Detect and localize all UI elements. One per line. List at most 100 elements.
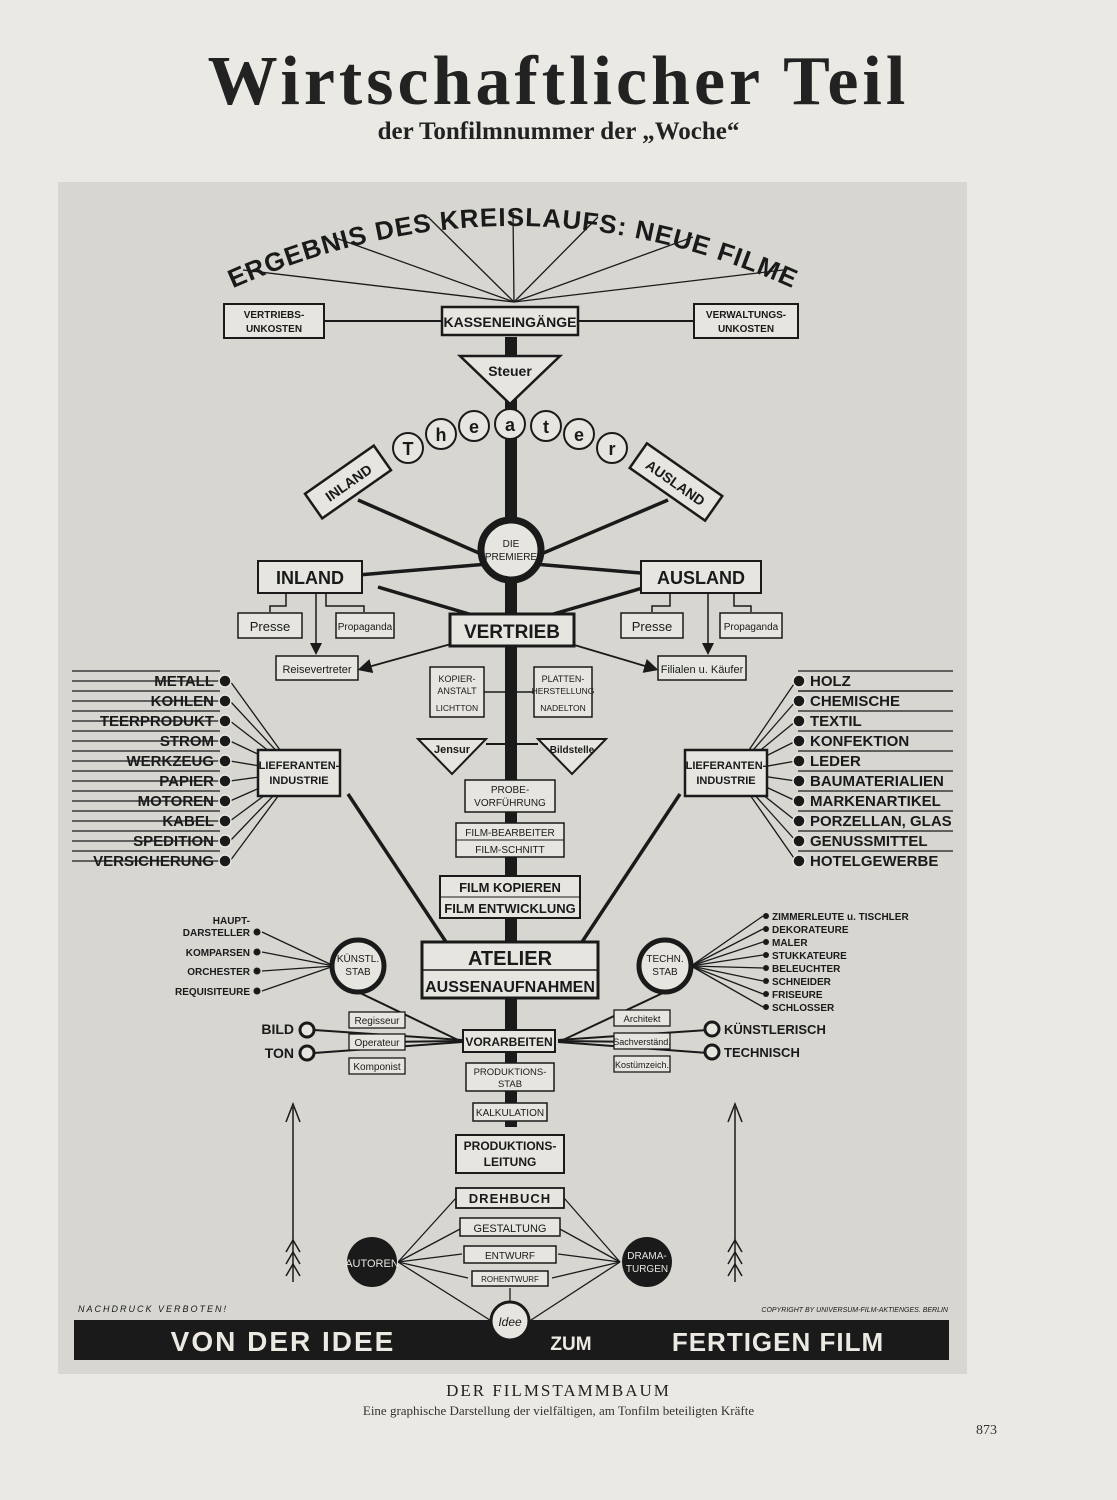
svg-text:SCHLOSSER: SCHLOSSER <box>772 1003 835 1014</box>
role-kostuemzeichner: Kostümzeich. <box>615 1060 669 1070</box>
filialen-box: Filialen u. Käufer <box>657 655 747 681</box>
supply-right-dots <box>792 674 806 868</box>
supply-left-item: MOTOREN <box>138 793 214 810</box>
technisch-label: TECHNISCH <box>703 1043 800 1061</box>
svg-text:DARSTELLER: DARSTELLER <box>183 928 251 939</box>
svg-text:DREHBUCH: DREHBUCH <box>469 1191 551 1206</box>
role-operateur: Operateur <box>354 1038 400 1049</box>
role-komponist: Komponist <box>353 1062 400 1073</box>
atelier-box: ATELIER AUSSENAUFNAHMEN <box>420 940 600 1000</box>
vertrieb-box: VERTRIEB <box>448 612 576 648</box>
supply-right-item: HOLZ <box>810 673 851 690</box>
svg-text:T: T <box>403 439 414 459</box>
banner-mid: ZUM <box>550 1334 591 1355</box>
top-rays <box>242 211 784 303</box>
svg-text:KOPIER-: KOPIER- <box>438 674 475 684</box>
svg-text:HERSTELLUNG: HERSTELLUNG <box>532 686 595 696</box>
supply-right-list: HOLZ CHEMISCHE TEXTIL KONFEKTION LEDER B… <box>810 673 952 870</box>
autoren-circle: AUTOREN <box>345 1237 399 1287</box>
svg-text:INLAND: INLAND <box>276 568 344 588</box>
svg-text:Jensur: Jensur <box>434 744 471 756</box>
svg-text:Propaganda: Propaganda <box>338 622 393 633</box>
vertriebsunkosten-box: VERTRIEBS- UNKOSTEN <box>223 303 325 339</box>
svg-text:KASSENEINGÄNGE: KASSENEINGÄNGE <box>443 314 576 330</box>
svg-text:VORARBEITEN: VORARBEITEN <box>465 1035 552 1049</box>
svg-text:FILM-SCHNITT: FILM-SCHNITT <box>475 845 544 856</box>
svg-text:Steuer: Steuer <box>488 363 532 379</box>
svg-text:h: h <box>436 425 447 445</box>
dramaturgen-circle: DRAMA- TURGEN <box>622 1237 672 1287</box>
svg-text:BILD: BILD <box>261 1021 294 1037</box>
verwaltungsunkosten-box: VERWALTUNGS- UNKOSTEN <box>693 303 799 339</box>
svg-text:Idee: Idee <box>498 1315 522 1329</box>
theater-circles: T h e a t e r <box>392 408 628 464</box>
supply-right-item: GENUSSMITTEL <box>810 833 928 850</box>
svg-text:DEKORATEURE: DEKORATEURE <box>772 925 849 936</box>
svg-text:MALER: MALER <box>772 938 808 949</box>
svg-text:Reisevertreter: Reisevertreter <box>282 664 351 676</box>
svg-text:UNKOSTEN: UNKOSTEN <box>246 324 302 335</box>
central-trunk <box>505 337 517 1127</box>
svg-text:STAB: STAB <box>345 967 371 978</box>
svg-text:INDUSTRIE: INDUSTRIE <box>696 775 755 787</box>
svg-text:TECHNISCH: TECHNISCH <box>724 1045 800 1060</box>
svg-text:STUKKATEURE: STUKKATEURE <box>772 951 847 962</box>
right-up-arrow <box>727 1101 743 1282</box>
svg-text:REQUISITEURE: REQUISITEURE <box>175 987 250 998</box>
svg-text:VERTRIEBS-: VERTRIEBS- <box>244 310 305 321</box>
svg-text:TECHN.: TECHN. <box>646 954 683 965</box>
supply-left-item: PAPIER <box>159 773 214 790</box>
idee-circle: Idee <box>489 1300 531 1342</box>
banner-left: VON DER IDEE <box>171 1326 396 1357</box>
vorarbeiten-box: VORARBEITEN <box>462 1029 556 1053</box>
ausland-box: AUSLAND <box>640 560 762 594</box>
svg-text:ORCHESTER: ORCHESTER <box>187 967 251 978</box>
supply-left-item: SPEDITION <box>133 833 214 850</box>
svg-text:Presse: Presse <box>250 619 290 634</box>
supply-left-item: STROM <box>160 733 214 750</box>
zensur-triangle: Jensur <box>415 738 489 776</box>
premiere-circle: DIE PREMIERE <box>477 516 545 584</box>
reisevertreter-box: Reisevertreter <box>275 655 359 681</box>
ton-label: TON <box>265 1044 316 1062</box>
plattenherstellung-box: PLATTEN- HERSTELLUNG NADELTON <box>532 666 595 718</box>
svg-text:e: e <box>469 417 479 437</box>
svg-text:PRODUKTIONS-: PRODUKTIONS- <box>464 1139 557 1153</box>
probe-box: PROBE- VORFÜHRUNG <box>464 779 556 813</box>
svg-text:INDUSTRIE: INDUSTRIE <box>269 775 328 787</box>
supply-left-item: KOHLEN <box>151 693 214 710</box>
supply-left-list: METALL KOHLEN TEERPRODUKT STROM WERKZEUG… <box>93 673 214 870</box>
lieferanten-right-box: LIEFERANTEN- INDUSTRIE <box>683 748 769 798</box>
page-number: 873 <box>976 1423 997 1438</box>
svg-text:AUTOREN: AUTOREN <box>345 1258 399 1270</box>
left-role-boxes: Regisseur Operateur Komponist <box>348 1011 406 1075</box>
svg-text:KÜNSTLERISCH: KÜNSTLERISCH <box>724 1022 826 1037</box>
svg-text:SCHNEIDER: SCHNEIDER <box>772 977 832 988</box>
lieferanten-left-box: LIEFERANTEN- INDUSTRIE <box>256 748 342 798</box>
supply-right-item: TEXTIL <box>810 713 862 730</box>
right-role-boxes: Architekt Sachverständ. Kostümzeich. <box>613 1009 671 1073</box>
drehbuch-box: DREHBUCH <box>455 1187 565 1209</box>
supply-right-item: KONFEKTION <box>810 733 909 750</box>
filmbearbeiter-box: FILM-BEARBEITER FILM-SCHNITT <box>455 822 565 858</box>
svg-text:Presse: Presse <box>632 619 672 634</box>
left-up-arrow <box>285 1101 301 1282</box>
film-tree-diagram: ERGEBNIS DES KREISLAUFS: NEUE FILME VERT… <box>72 202 953 1360</box>
artist-dots <box>253 928 261 995</box>
role-regisseur: Regisseur <box>354 1016 400 1027</box>
page-subtitle: der Tonfilmnummer der „Woche“ <box>377 118 740 145</box>
root-lines <box>397 1197 621 1323</box>
inland-propaganda: Propaganda <box>335 612 395 639</box>
bildstelle-triangle: Bildstelle <box>535 738 609 776</box>
svg-text:ATELIER: ATELIER <box>468 948 553 970</box>
kalkulation-box: KALKULATION <box>472 1102 548 1122</box>
svg-text:STAB: STAB <box>498 1079 522 1090</box>
techn-stab-circle: TECHN. STAB <box>636 937 694 995</box>
svg-text:KALKULATION: KALKULATION <box>476 1108 544 1119</box>
svg-text:ENTWURF: ENTWURF <box>485 1251 535 1262</box>
svg-text:VERWALTUNGS-: VERWALTUNGS- <box>706 310 786 321</box>
svg-text:LICHTTON: LICHTTON <box>436 703 478 713</box>
svg-text:FILM ENTWICKLUNG: FILM ENTWICKLUNG <box>444 901 575 916</box>
figure-caption-title: DER FILMSTAMMBAUM <box>446 1381 671 1400</box>
supply-left-item: WERKZEUG <box>127 753 215 770</box>
